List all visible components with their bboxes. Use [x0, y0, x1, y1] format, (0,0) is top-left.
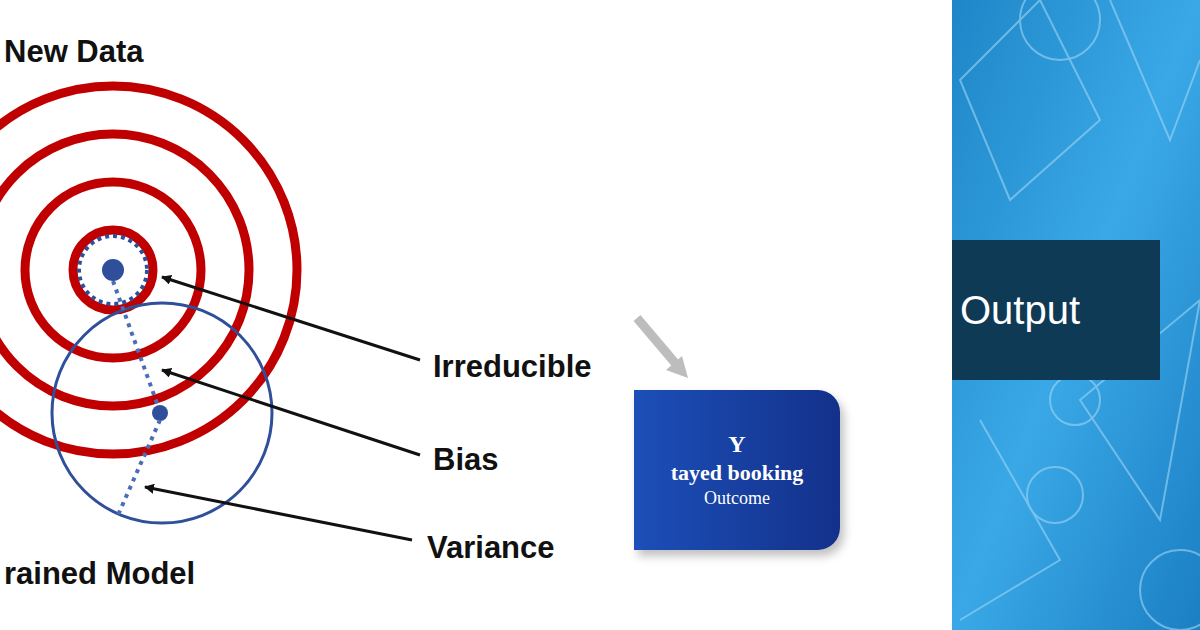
- node-text: tayed booking: [671, 460, 804, 486]
- figure-label: rained Model: [4, 556, 195, 592]
- output-box: Output: [952, 240, 1160, 380]
- node-text: Y: [728, 431, 745, 458]
- callout-label: Variance: [427, 530, 555, 566]
- callout-label: Bias: [433, 442, 498, 478]
- figure-label: New Data: [4, 34, 144, 70]
- callout-label: Irreducible: [433, 349, 592, 385]
- node-text: Output: [960, 288, 1080, 333]
- node-text: Outcome: [704, 488, 770, 509]
- outcome-box: Ytayed bookingOutcome: [634, 390, 840, 550]
